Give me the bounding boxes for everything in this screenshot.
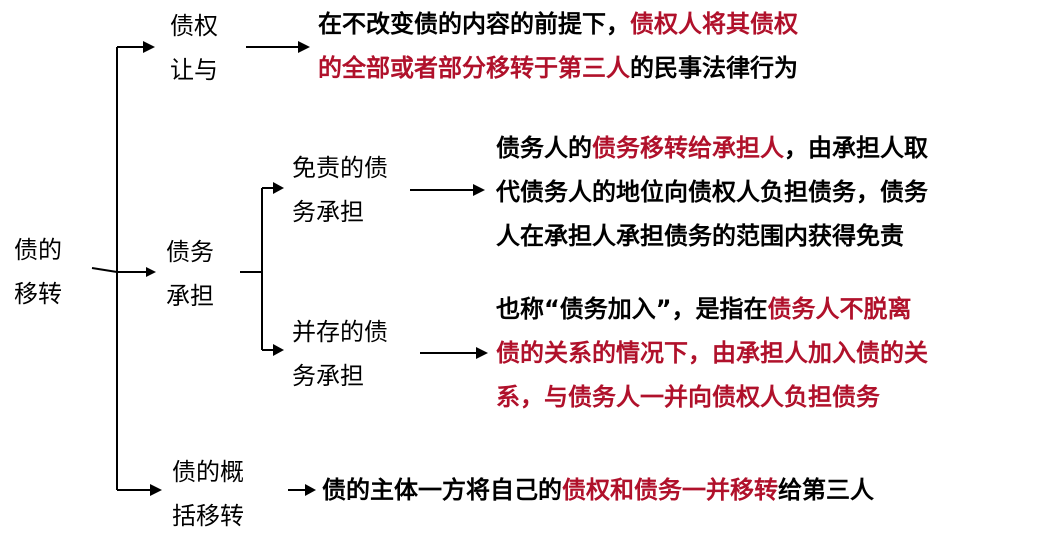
assumption-node-line1: 债务 bbox=[166, 238, 214, 266]
exempt-desc-arrow-icon bbox=[473, 184, 485, 196]
root-node-line2: 移转 bbox=[14, 280, 62, 308]
assignment-node-line2: 让与 bbox=[170, 56, 218, 84]
highlighted-text: 债务人不脱离 bbox=[767, 295, 912, 323]
plain-text: ，由承担人取 bbox=[784, 134, 928, 162]
exempt-description-line: 债务人的债务移转给承担人，由承担人取 bbox=[496, 126, 928, 170]
concurrent-node-line2: 务承担 bbox=[292, 362, 364, 390]
concurrent-branch-arrow-icon bbox=[273, 344, 284, 356]
highlighted-text: 债权和债务一并移转 bbox=[562, 476, 778, 504]
exempt-node-line2: 务承担 bbox=[292, 198, 364, 226]
plain-text: 在不改变债的内容的前提下， bbox=[318, 10, 630, 38]
plain-text: 给第三人 bbox=[778, 476, 874, 504]
concurrent-node-line1: 并存的债 bbox=[292, 318, 388, 346]
concurrent-node: 并存的债 务承担 bbox=[292, 310, 388, 398]
assignment-description-line: 在不改变债的内容的前提下，债权人将其债权 bbox=[318, 2, 798, 46]
general-branch-arrow-icon bbox=[150, 484, 162, 496]
exempt-description: 债务人的债务移转给承担人，由承担人取代债务人的地位向债权人负担债务，债务人在承担… bbox=[496, 126, 928, 258]
concurrent-description: 也称“债务加入”，是指在债务人不脱离债的关系的情况下，由承担人加入债的关系，与债… bbox=[496, 287, 928, 419]
exempt-description-line: 人在承担人承担债务的范围内获得免责 bbox=[496, 214, 928, 258]
root-node: 债的 移转 bbox=[14, 228, 62, 316]
exempt-node: 免责的债 务承担 bbox=[292, 146, 388, 234]
concurrent-description-line: 系，与债务人一并向债权人负担债务 bbox=[496, 375, 928, 419]
assignment-node-line1: 债权 bbox=[170, 12, 218, 40]
concurrent-description-line: 也称“债务加入”，是指在债务人不脱离 bbox=[496, 287, 928, 331]
plain-text: 债务人的 bbox=[496, 134, 592, 162]
highlighted-text: 系，与债务人一并向债权人负担债务 bbox=[496, 383, 880, 411]
exempt-description-line: 代债务人的地位向债权人负担债务，债务 bbox=[496, 170, 928, 214]
assumption-node-line2: 承担 bbox=[166, 282, 214, 310]
root-connector bbox=[91, 267, 118, 273]
plain-text: 人在承担人承担债务的范围内获得免责 bbox=[496, 222, 904, 250]
assumption-branch-arrow-icon bbox=[146, 267, 156, 277]
highlighted-text: 的全部或者部分移转于第三人 bbox=[318, 54, 630, 82]
plain-text: 代债务人的地位向债权人负担债务，债务 bbox=[496, 178, 928, 206]
general-node: 债的概 括移转 bbox=[172, 450, 244, 538]
plain-text: 债的主体一方将自己的 bbox=[322, 476, 562, 504]
plain-text: 的民事法律行为 bbox=[630, 54, 798, 82]
assignment-description-line: 的全部或者部分移转于第三人的民事法律行为 bbox=[318, 46, 798, 90]
assignment-description: 在不改变债的内容的前提下，债权人将其债权的全部或者部分移转于第三人的民事法律行为 bbox=[318, 2, 798, 90]
assignment-node: 债权 让与 bbox=[170, 4, 218, 92]
highlighted-text: 债的关系的情况下，由承担人加入债的关 bbox=[496, 339, 928, 367]
assumption-node: 债务 承担 bbox=[166, 230, 214, 318]
plain-text: 也称“债务加入”，是指在 bbox=[496, 295, 768, 323]
exempt-node-line1: 免责的债 bbox=[292, 154, 388, 182]
general-node-line2: 括移转 bbox=[172, 502, 244, 530]
general-description: 债的主体一方将自己的债权和债务一并移转给第三人 bbox=[322, 468, 874, 512]
general-node-line1: 债的概 bbox=[172, 458, 244, 486]
root-node-line1: 债的 bbox=[14, 236, 62, 264]
assignment-branch-arrow-icon bbox=[143, 41, 155, 53]
general-description-line: 债的主体一方将自己的债权和债务一并移转给第三人 bbox=[322, 468, 874, 512]
highlighted-text: 债权人将其债权 bbox=[630, 10, 798, 38]
exempt-branch-arrow-icon bbox=[273, 182, 284, 194]
concurrent-desc-arrow-icon bbox=[476, 347, 488, 359]
assignment-desc-arrow-icon bbox=[298, 41, 310, 53]
highlighted-text: 债务移转给承担人 bbox=[592, 134, 784, 162]
general-desc-arrow-icon bbox=[305, 484, 316, 496]
concurrent-description-line: 债的关系的情况下，由承担人加入债的关 bbox=[496, 331, 928, 375]
